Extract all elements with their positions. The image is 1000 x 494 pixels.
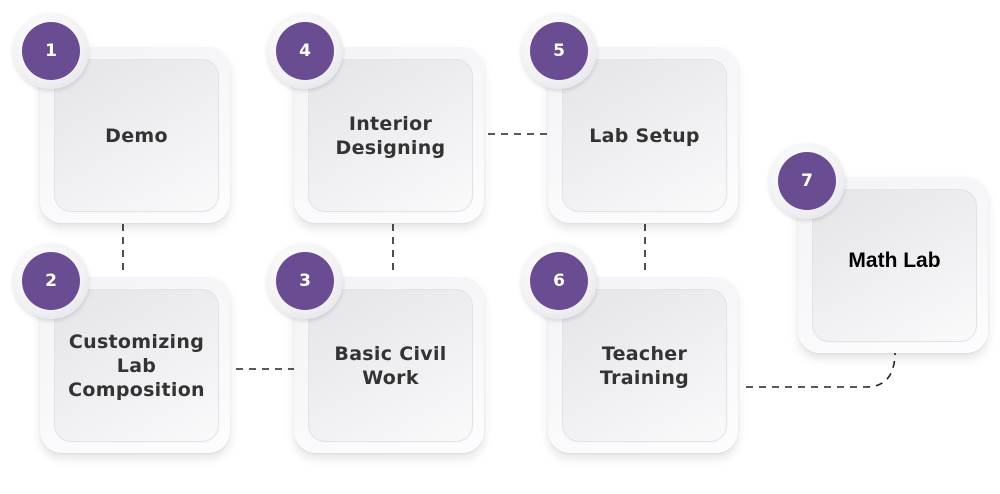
step-label: Interior Designing (335, 112, 446, 159)
step-number: 7 (801, 171, 813, 191)
step-label: Demo (105, 124, 168, 147)
step-label: Basic Civil Work (334, 342, 447, 389)
connector-6-7 (746, 351, 896, 388)
step-card-2: Customizing Lab Composition (40, 277, 230, 453)
step-number: 3 (299, 271, 311, 291)
step-label: Teacher Training (599, 342, 690, 389)
step-badge-2: 2 (13, 243, 89, 319)
step-badge-7: 7 (769, 143, 845, 219)
step-label: Lab Setup (589, 124, 700, 147)
step-number: 6 (553, 271, 565, 291)
step-number: 5 (553, 41, 565, 61)
step-badge-6: 6 (521, 243, 597, 319)
step-number: 2 (45, 271, 57, 291)
step-badge-4: 4 (267, 13, 343, 89)
step-badge-1: 1 (13, 13, 89, 89)
step-badge-3: 3 (267, 243, 343, 319)
step-number: 1 (45, 41, 57, 61)
step-label: Customizing Lab Composition (68, 330, 205, 401)
step-number: 4 (299, 41, 311, 61)
step-card-4: Interior Designing (294, 47, 484, 223)
step-badge-5: 5 (521, 13, 597, 89)
step-label: Math Lab (848, 249, 941, 272)
